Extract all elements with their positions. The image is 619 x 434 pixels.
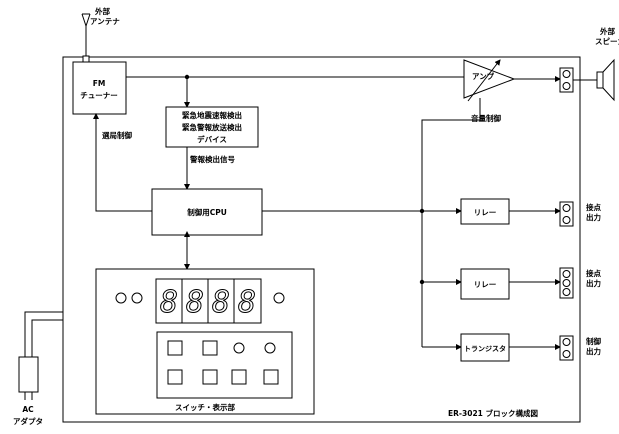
- speaker-icon: [596, 58, 615, 102]
- ac-adapter-icon: [18, 311, 63, 400]
- indicator-led: [273, 292, 285, 304]
- transistor-label: トランジスタ: [464, 344, 506, 353]
- push-button[interactable]: [231, 369, 247, 385]
- speaker-terminal: [559, 67, 574, 93]
- push-button[interactable]: [263, 369, 279, 385]
- cpu-box: [151, 188, 263, 236]
- relay-2-label: リレー: [474, 280, 497, 289]
- footer-label: ER-3021 ブロック構成図: [448, 408, 538, 418]
- antenna-label-line2: アンテナ: [90, 17, 120, 26]
- out3-label-line1: 制御: [586, 336, 601, 346]
- panel-label: スイッチ・表示部: [175, 402, 235, 412]
- detector-label-line1: 緊急地震速報検出: [182, 110, 242, 120]
- speaker-label-line1: 外部: [600, 26, 615, 36]
- seven-segment-digits: 8 8 8 8: [159, 285, 256, 321]
- amp-label: アンプ: [472, 71, 494, 81]
- out2-label-line1: 接点: [586, 268, 601, 278]
- detector-label-line3: デバイス: [197, 134, 227, 144]
- svg-text:8: 8: [238, 285, 256, 320]
- signal-label: 警報検出信号: [190, 154, 235, 164]
- push-button[interactable]: [202, 340, 218, 356]
- relay-2-box: [460, 268, 510, 300]
- push-button[interactable]: [202, 369, 218, 385]
- out1-label-line1: 接点: [586, 202, 601, 212]
- channel-control-label: 選局制御: [102, 130, 132, 140]
- svg-text:8: 8: [212, 285, 230, 320]
- tuner-label-line2: チューナー: [80, 91, 118, 100]
- speaker-label-line2: スピーカ: [595, 36, 619, 46]
- svg-text:8: 8: [186, 285, 204, 320]
- indicator-led: [131, 292, 143, 304]
- amplifier-triangle: [463, 59, 516, 99]
- tuner-label-line1: FM: [93, 79, 106, 88]
- svg-text:8: 8: [160, 285, 178, 320]
- relay-1-label: リレー: [474, 208, 497, 217]
- control-terminal: [559, 335, 574, 361]
- volume-control-label: 音量制御: [471, 113, 501, 123]
- cpu-label: 制御用CPU: [187, 207, 227, 217]
- indicator-led: [233, 342, 245, 354]
- adapter-label-line2: アダプタ: [13, 416, 43, 426]
- out2-label-line2: 出力: [586, 278, 601, 288]
- relay-1-box: [460, 198, 510, 225]
- contact-terminal-2: [559, 267, 574, 299]
- push-button[interactable]: [167, 340, 183, 356]
- adapter-label-line1: AC: [22, 405, 34, 414]
- detector-box: [165, 106, 259, 148]
- push-button[interactable]: [167, 369, 183, 385]
- out1-label-line2: 出力: [586, 212, 601, 222]
- out3-label-line2: 出力: [586, 346, 601, 356]
- contact-terminal-1: [559, 201, 574, 227]
- indicator-led: [264, 342, 276, 354]
- antenna-icon: [81, 13, 91, 63]
- antenna-label-line1: 外部: [95, 6, 110, 16]
- indicator-led: [115, 292, 127, 304]
- fm-tuner-box: [72, 61, 127, 115]
- detector-label-line2: 緊急警報放送検出: [182, 122, 242, 132]
